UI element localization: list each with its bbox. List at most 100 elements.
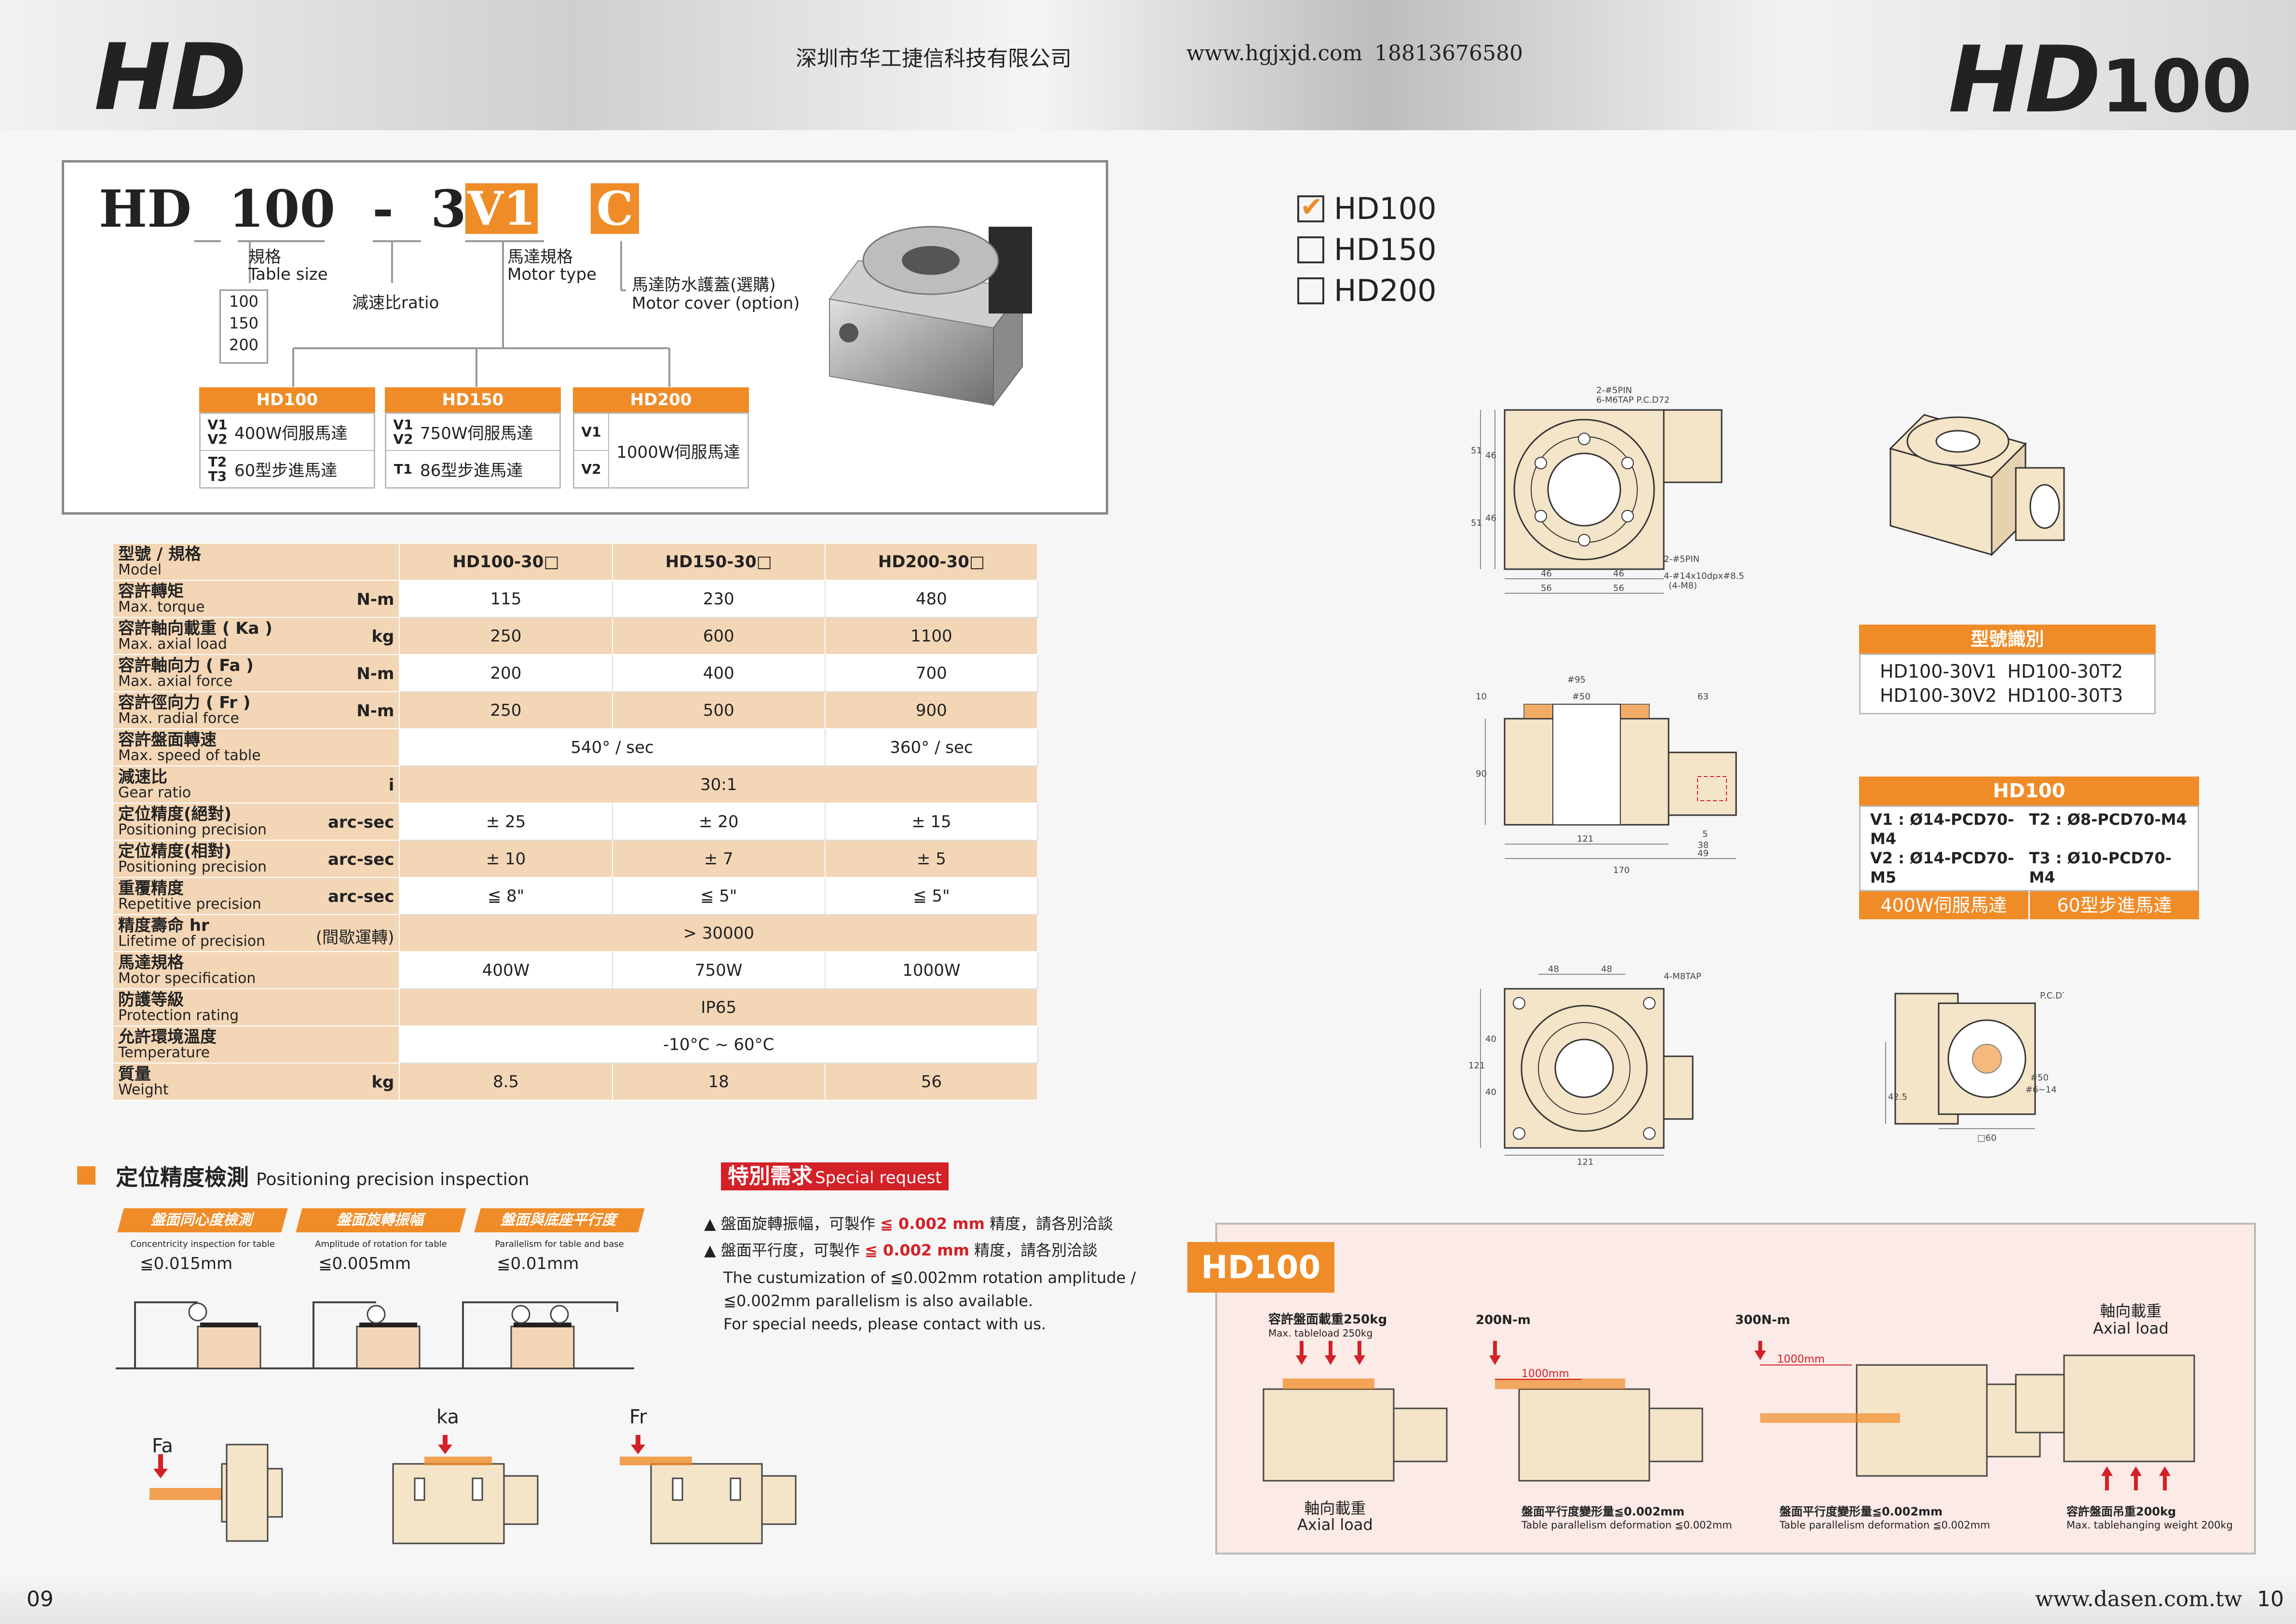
dim-label: #95	[1567, 675, 1586, 685]
dim-label: 4-M8TAP	[1664, 971, 1701, 982]
load-item-en: Axial load	[2093, 1319, 2169, 1337]
motor-type-zh: 馬達規格	[507, 247, 573, 267]
dim-label: 46	[1485, 450, 1496, 461]
code-dash: -	[372, 178, 394, 239]
inspection-title: 定位精度檢測 Positioning precision inspection	[116, 1160, 530, 1192]
spec-row-en: Max. axial load	[118, 635, 227, 653]
force-diagrams	[149, 1435, 797, 1544]
spec-row-unit: arc-sec	[327, 812, 394, 832]
motor-desc: 400W伺服馬達	[234, 424, 348, 443]
dim-label: □60	[1977, 1133, 1997, 1143]
motor-code: V1	[574, 414, 608, 451]
motor-desc: 1000W伺服馬達	[616, 442, 740, 462]
top-view-drawing: 51 46 51 46 46 46 56 56 2-#5PIN 6-M6TAP …	[1471, 385, 1744, 594]
spec-cell: IP65	[399, 988, 1038, 1026]
model-id-code: HD100-30V1	[1880, 661, 1997, 682]
size-option: 100	[229, 292, 259, 311]
dim-label: (4-M8)	[1669, 581, 1697, 591]
page-number-right: 10	[2257, 1587, 2284, 1611]
dim-label: 6-M6TAP P.C.D72	[1596, 395, 1670, 405]
right-title: HD100	[1948, 27, 2252, 133]
spec-cell: 400	[611, 654, 826, 692]
model-id-code: HD100-30V2	[1880, 685, 1997, 706]
website-header[interactable]: www.hgjxjd.com	[1186, 41, 1363, 66]
load-foot-en: Table parallelism deformation ≦0.002mm	[1780, 1519, 1990, 1531]
special-en-line: The custumization of ≦0.002mm rotation a…	[723, 1269, 1136, 1287]
load-foot-en: Table parallelism deformation ≦0.002mm	[1522, 1519, 1732, 1531]
spec-cell: ≦ 5"	[611, 877, 826, 915]
spec-row-en: Max. radial force	[118, 710, 239, 727]
spec-cell: ≦ 8"	[399, 877, 613, 915]
load-foot: 盤面平行度變形量≦0.002mm Table parallelism defor…	[1522, 1505, 1732, 1532]
dim-label: 170	[1613, 865, 1630, 875]
inspection-item-en: Concentricity inspection for table	[130, 1239, 275, 1249]
motor-box-title: HD200	[573, 387, 749, 412]
motor-code: T1	[394, 461, 413, 477]
spec-head-en: Model	[118, 561, 162, 578]
motor-flange-foot: 400W伺服馬達	[1859, 891, 2030, 919]
spec-cell: 250	[399, 691, 613, 729]
size-label: 規格 Table size	[248, 248, 328, 283]
load-item-en: Max. tableload 250kg	[1268, 1327, 1373, 1339]
inspection-item-value: ≦0.01mm	[497, 1254, 579, 1273]
load-foot-zh: 容許盤面吊重200kg	[2066, 1505, 2176, 1518]
inspection-item-en: Parallelism for table and base	[495, 1239, 624, 1249]
spec-cell: 8.5	[399, 1063, 613, 1101]
inspection-diagram	[116, 1301, 634, 1369]
footer-website[interactable]: www.dasen.com.tw	[2035, 1587, 2242, 1611]
header-band	[0, 0, 2296, 130]
code-series: HD	[99, 178, 192, 239]
spec-row-en: Temperature	[118, 1044, 210, 1061]
motor-desc: 86型步進馬達	[420, 461, 523, 480]
model-option[interactable]: HD100	[1334, 191, 1437, 226]
spec-row-en: Max. speed of table	[118, 747, 261, 764]
spec-row-zh: 重覆精度	[118, 878, 184, 898]
special-request-title: 特別需求 Special request	[721, 1162, 949, 1190]
special-line1-pre: ▲ 盤面旋轉振幅，可製作	[704, 1215, 875, 1233]
motor-desc: 60型步進馬達	[234, 461, 338, 480]
model-id-title: 型號識別	[1859, 625, 2156, 654]
special-en-line: ≦0.002mm parallelism is also available.	[723, 1292, 1033, 1310]
load-foot-zh: 盤面平行度變形量≦0.002mm	[1780, 1505, 1943, 1518]
load-foot: 容許盤面吊重200kg Max. tablehanging weight 200…	[2066, 1505, 2233, 1532]
spec-cell: 200	[399, 654, 613, 692]
motor-code: V1 V2	[393, 416, 413, 447]
checkbox-checked[interactable]: ✔	[1297, 191, 1324, 223]
spec-cell: 30:1	[399, 765, 1038, 804]
model-option[interactable]: HD150	[1334, 232, 1437, 267]
load-item-zh: 300N-m	[1735, 1313, 1790, 1327]
spec-row-unit: kg	[371, 1072, 394, 1092]
dim-label: #6~14	[2025, 1085, 2057, 1095]
inspection-item-value: ≦0.015mm	[140, 1254, 233, 1273]
motor-flange-spec: V1 : Ø14-PCD70-M4	[1870, 810, 2014, 848]
motor-code: T2 T3	[208, 453, 227, 484]
checkbox[interactable]	[1297, 236, 1324, 263]
spec-row-unit: arc-sec	[327, 849, 394, 869]
motor-box-hd150: HD150 V1 V2 750W伺服馬達 T1 86型步進馬達	[385, 387, 561, 489]
spec-row-zh: 允許環境溫度	[118, 1027, 217, 1047]
inspection-item: 盤面同心度檢測 Concentricity inspection for tab…	[117, 1208, 288, 1273]
iso-view-drawing	[1889, 414, 2065, 557]
motor-box-title: HD100	[199, 387, 375, 412]
dim-label: 90	[1476, 769, 1487, 779]
dim-label: 10	[1476, 692, 1487, 702]
motor-flange-spec: T3 : Ø10-PCD70-M4	[2029, 849, 2172, 887]
load-item-zh: 容許盤面載重250kg	[1268, 1312, 1387, 1327]
load-dim: 1000mm	[1522, 1368, 1569, 1380]
spec-row-en: Gear ratio	[118, 784, 191, 801]
dim-label: 2-#5PIN	[1596, 385, 1632, 396]
spec-cell: 600	[611, 617, 826, 655]
spec-row-unit: kg	[371, 627, 394, 646]
dim-label: 40	[1485, 1087, 1496, 1097]
dim-label: 38	[1698, 840, 1709, 850]
code-cover: C	[591, 183, 639, 234]
checkbox[interactable]	[1297, 277, 1324, 304]
special-line1-post: 精度，請各別洽談	[990, 1215, 1114, 1233]
motor-cover-label: 馬達防水護蓋(選購) Motor cover (option)	[632, 276, 800, 313]
motor-type-label: 馬達規格 Motor type	[507, 248, 597, 283]
model-option[interactable]: HD200	[1334, 273, 1437, 308]
